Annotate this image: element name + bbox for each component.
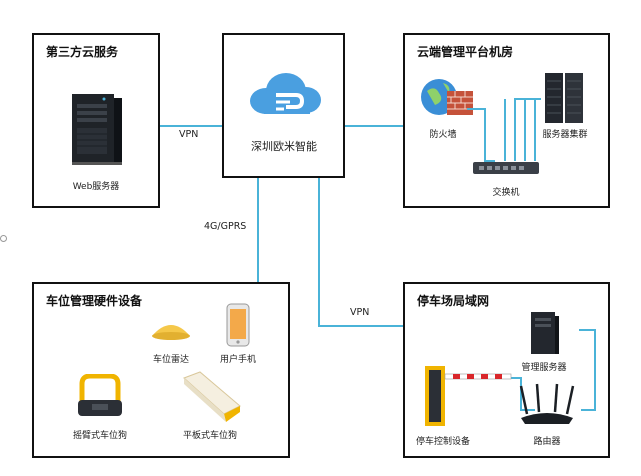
firewall-label: 防火墙 <box>429 130 457 140</box>
switch-links <box>467 98 541 162</box>
parking-gate-icon <box>425 366 512 426</box>
parking-hardware-title: 车位管理硬件设备 <box>46 294 143 308</box>
router-icon <box>519 383 575 424</box>
third-party-cloud-title: 第三方云服务 <box>46 45 119 59</box>
management-server-icon <box>531 312 559 354</box>
server-cluster-label: 服务器集群 <box>542 130 588 140</box>
edge-marker <box>0 235 7 242</box>
switch-label: 交换机 <box>492 188 520 198</box>
web-server-icon <box>72 94 122 165</box>
server-cluster-icon <box>545 73 583 123</box>
parking-lan-box: 停车场局域网 管理服务器 停车控制设备 路由器 <box>403 282 610 458</box>
flat-lock-label: 平板式车位狗 <box>182 431 238 441</box>
parking-radar-icon <box>152 325 190 340</box>
swing-arm-lock-label: 摇臂式车位狗 <box>72 431 128 441</box>
web-server-label: Web服务器 <box>72 182 120 192</box>
cloud-platform-room-box: 云端管理平台机房 防火墙 服务器集群 交换机 <box>403 33 610 208</box>
third-party-cloud-box: 第三方云服务 Web服务器 <box>32 33 160 208</box>
vpn-label-left: VPN <box>179 129 199 140</box>
center-company-box: 深圳欧米智能 <box>222 33 345 178</box>
management-server-label: 管理服务器 <box>521 363 567 373</box>
user-phone-label: 用户手机 <box>219 355 257 365</box>
center-company-label: 深圳欧米智能 <box>251 140 317 153</box>
router-label: 路由器 <box>533 437 561 447</box>
parking-hardware-box: 车位管理硬件设备 车位雷达 用户手机 摇臂式车位狗 平板式车位狗 <box>32 282 290 458</box>
line-center-down <box>318 178 320 326</box>
line-thirdparty-center <box>160 125 222 127</box>
parking-control-label: 停车控制设备 <box>415 437 471 447</box>
line-center-hardware <box>257 178 259 282</box>
vpn-label-bottom: VPN <box>350 307 370 318</box>
swing-arm-lock-icon <box>78 374 122 416</box>
user-phone-icon <box>226 303 250 347</box>
gprs-label: 4G/GPRS <box>204 221 247 232</box>
parking-lan-title: 停车场局域网 <box>417 294 490 308</box>
switch-icon <box>473 162 539 174</box>
cloud-logo-icon <box>250 73 321 114</box>
parking-radar-label: 车位雷达 <box>152 355 190 365</box>
cloud-platform-room-title: 云端管理平台机房 <box>417 45 514 59</box>
line-to-parking-lan <box>318 325 403 327</box>
line-center-cloudroom <box>345 125 403 127</box>
parking-lan-links <box>505 329 596 411</box>
flat-lock-icon <box>183 371 241 422</box>
